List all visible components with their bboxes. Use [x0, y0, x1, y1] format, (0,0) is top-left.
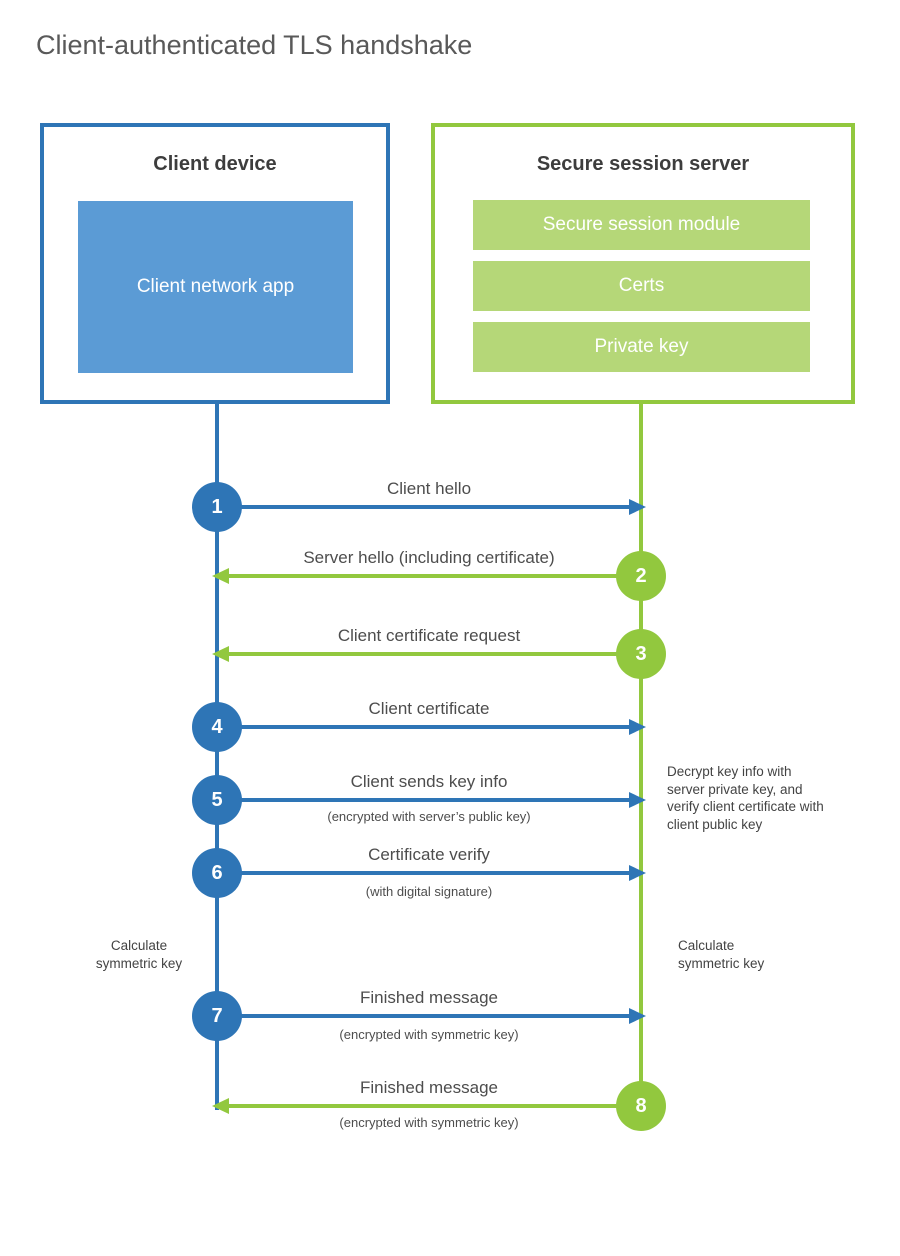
step-1-circle: 1 [192, 482, 242, 532]
step-1-arrow [217, 505, 630, 509]
step-6-label: Certificate verify [368, 845, 490, 864]
server-lifeline [639, 404, 643, 1106]
step-8-label: Finished message [360, 1078, 498, 1097]
step-5-arrowhead-icon [629, 792, 646, 808]
step-2-circle: 2 [616, 551, 666, 601]
step-6-arrowhead-icon [629, 865, 646, 881]
server-module-private-key: Private key [473, 322, 810, 372]
step-1-label: Client hello [386, 479, 472, 498]
server-box: Secure session server Secure session mod… [431, 123, 855, 404]
step-7-circle: 7 [192, 991, 242, 1041]
client-device-box: Client device Client network app [40, 123, 390, 404]
step-4-label: Client certificate [368, 699, 490, 718]
step-7-label: Finished message [360, 988, 498, 1007]
client-device-title: Client device [153, 153, 277, 175]
step-4-arrow [217, 725, 630, 729]
note-calculate-symmetric-key-server: Calculate symmetric key [678, 938, 765, 971]
step-3-label: Client certificate request [337, 626, 521, 645]
step-4-arrowhead-icon [629, 719, 646, 735]
step-6-circle: 6 [192, 848, 242, 898]
step-5-sublabel: (encrypted with server’s public key) [327, 809, 531, 824]
step-2-label: Server hello (including certificate) [303, 548, 555, 567]
step-8-circle: 8 [616, 1081, 666, 1131]
server-module-secure-session: Secure session module [473, 200, 810, 250]
step-7-arrowhead-icon [629, 1008, 646, 1024]
step-7-arrow [217, 1014, 630, 1018]
step-7-sublabel: (encrypted with symmetric key) [339, 1027, 519, 1042]
step-3-circle: 3 [616, 629, 666, 679]
step-6-arrow [217, 871, 630, 875]
step-8-sublabel: (encrypted with symmetric key) [339, 1115, 519, 1130]
step-6-sublabel: (with digital signature) [365, 884, 493, 899]
step-3-arrow [229, 652, 641, 656]
step-2-arrowhead-icon [212, 568, 229, 584]
step-4-circle: 4 [192, 702, 242, 752]
step-5-circle: 5 [192, 775, 242, 825]
step-1-arrowhead-icon [629, 499, 646, 515]
page-title: Client-authenticated TLS handshake [36, 30, 473, 60]
step-3-arrowhead-icon [212, 646, 229, 662]
step-2-arrow [229, 574, 641, 578]
step-5-arrow [217, 798, 630, 802]
step-8-arrowhead-icon [212, 1098, 229, 1114]
client-lifeline [215, 404, 219, 1110]
client-network-app-box: Client network app [78, 201, 353, 373]
step-8-arrow [229, 1104, 641, 1108]
note-decrypt-key-info: Decrypt key info with server private key… [667, 764, 824, 832]
client-network-app-label: Client network app [136, 276, 295, 297]
note-calculate-symmetric-key-client: Calculate symmetric key [95, 938, 183, 971]
server-module-certs: Certs [473, 261, 810, 311]
server-title: Secure session server [536, 153, 750, 175]
step-5-label: Client sends key info [350, 772, 508, 791]
